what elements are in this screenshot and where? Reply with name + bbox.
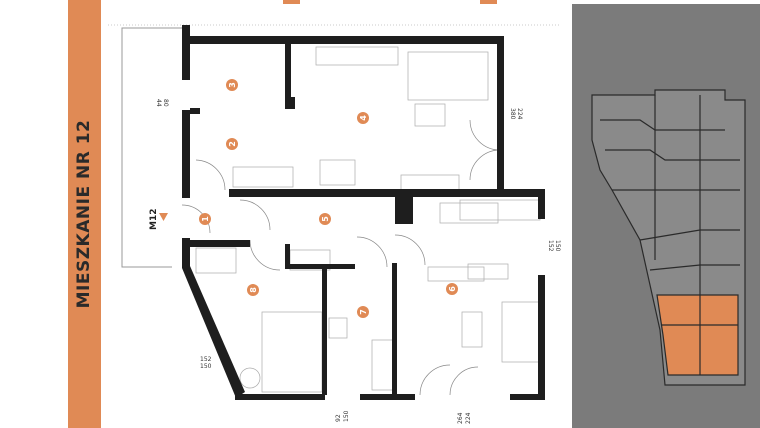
dim-label: 150 [200, 363, 212, 370]
room-marker: 1 [199, 213, 211, 225]
dim-label: 150 [554, 240, 561, 252]
building-overview [591, 89, 746, 386]
room-marker: 3 [226, 79, 238, 91]
room-marker: 6 [446, 283, 458, 295]
top-tab [283, 0, 300, 4]
dim-label: 380 [509, 108, 516, 120]
walls [182, 25, 545, 400]
room-markers: 1 2 3 4 5 6 7 8 [199, 79, 458, 318]
svg-text:4: 4 [359, 115, 368, 121]
entrance-label: M12 [149, 209, 159, 230]
highlighted-unit [656, 294, 739, 376]
doors [181, 119, 501, 396]
room-marker: 5 [319, 213, 331, 225]
room-marker: 4 [357, 112, 369, 124]
entrance-marker-icon [159, 213, 168, 221]
room-marker: 8 [247, 284, 259, 296]
svg-text:2: 2 [228, 141, 237, 147]
top-tab [480, 0, 497, 4]
svg-text:5: 5 [321, 216, 330, 222]
dim-label: 44 [155, 99, 162, 107]
svg-text:1: 1 [201, 216, 210, 222]
dim-label: 92 [335, 414, 342, 422]
dim-label: 224 [516, 108, 523, 120]
svg-text:8: 8 [249, 287, 258, 293]
svg-text:3: 3 [228, 82, 237, 88]
svg-text:6: 6 [448, 286, 457, 292]
balcony-outline [121, 27, 182, 268]
svg-text:7: 7 [359, 309, 368, 315]
room-marker: 2 [226, 138, 238, 150]
furniture [195, 46, 541, 393]
dimension-labels: 80 44 224 380 150 152 152 150 92 150 264… [155, 99, 561, 424]
dim-label: 150 [343, 410, 350, 422]
title-band [68, 0, 101, 428]
room-marker: 7 [357, 306, 369, 318]
dim-label: 224 [465, 412, 472, 424]
dim-label: 152 [547, 240, 554, 252]
dim-label: 152 [200, 356, 212, 363]
dim-label: 264 [457, 412, 464, 424]
dim-label: 80 [162, 99, 169, 107]
